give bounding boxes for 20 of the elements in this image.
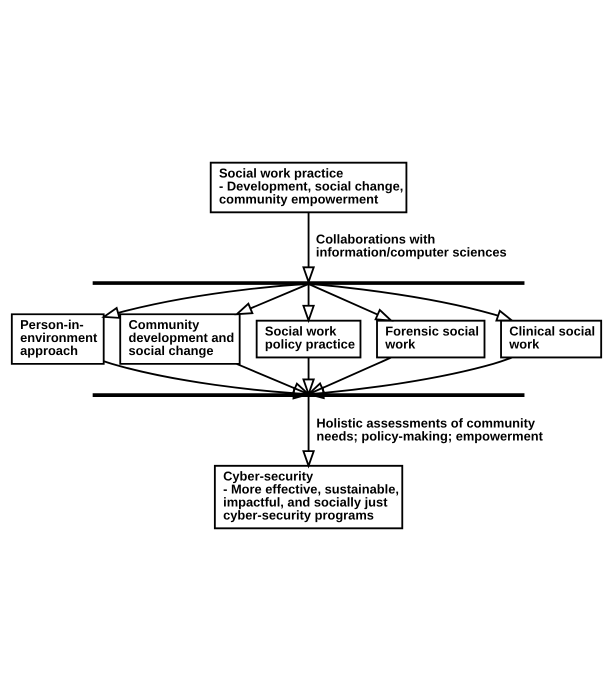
edge-label: Collaborations with information/computer sciences <box>316 231 507 260</box>
arrow <box>302 284 315 323</box>
arrow <box>308 282 394 322</box>
node-bar <box>92 280 524 284</box>
arrow <box>302 212 315 284</box>
arrow <box>308 282 515 322</box>
node-box: Person-in-environment approach <box>10 312 105 364</box>
arrow <box>101 282 309 318</box>
arrow <box>306 356 392 395</box>
arrow <box>234 282 309 315</box>
node-bar <box>92 392 524 396</box>
node-box: Social work policy practice <box>256 319 362 358</box>
arrow <box>302 396 315 468</box>
node-box: Social work practice - Development, social change, community empowerment <box>210 161 408 213</box>
edge-label: Holistic assessments of community needs; policy-making; empowerment <box>316 414 543 443</box>
arrow <box>306 356 512 399</box>
node-box: Clinical social work <box>500 319 602 358</box>
node-box: Cyber-security - More effective, sustainable, impactful, and socially just cyber-security programs <box>214 464 404 529</box>
node-box: Forensic social work <box>376 319 486 358</box>
node-box: Community development and social change <box>119 312 241 364</box>
